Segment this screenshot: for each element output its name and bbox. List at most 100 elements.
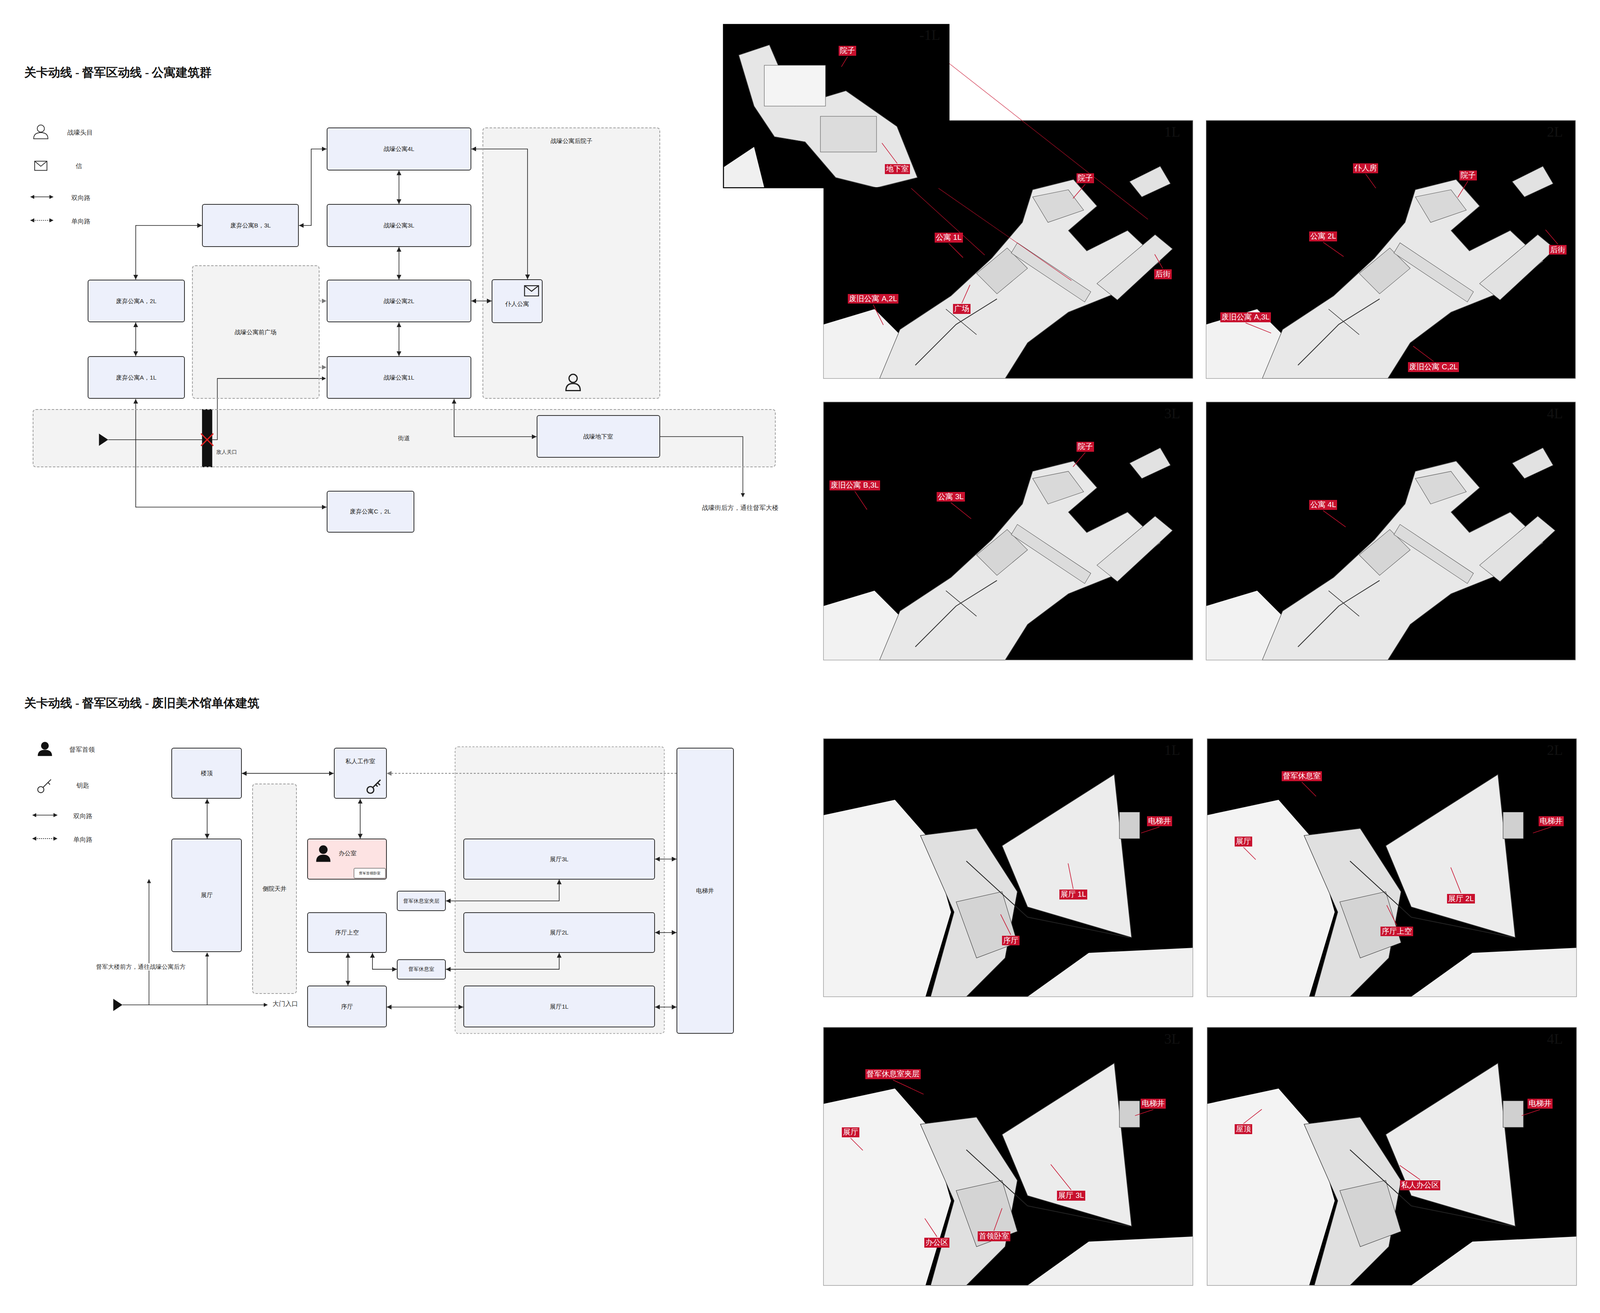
graphic-part: [1205, 401, 1576, 661]
node-label: 督军休息室夹层: [403, 898, 440, 904]
leader-line: [1545, 229, 1558, 245]
node-label: 废弃公寓A，1L: [115, 374, 157, 382]
leader-line: [873, 304, 884, 325]
process-box: 废弃公寓A，2L: [87, 279, 185, 323]
graphic-part: [1207, 738, 1577, 997]
graphic-part: [723, 24, 950, 188]
leader-line: [1323, 242, 1344, 257]
graphic-part: [1205, 120, 1576, 379]
node-label: 楼顶: [200, 769, 213, 777]
floor-label: 3L: [1164, 1030, 1181, 1048]
graphic-part: [148, 879, 150, 1006]
graphic-part: [1207, 738, 1577, 997]
room-tag: 首领卧室: [977, 1231, 1011, 1242]
room-tag: 电梯井: [1527, 1098, 1553, 1109]
graphic-part: [1205, 120, 1576, 379]
graphic-part: [37, 749, 53, 756]
graphic-part: [569, 374, 578, 383]
room-tag: 督军休息室: [1281, 771, 1322, 782]
flow-connector: [654, 1006, 677, 1008]
node-label: 督军首领卧室: [358, 870, 381, 876]
process-box: 废弃公寓A，1L: [87, 356, 185, 400]
node-label: 战嚎公寓3L: [383, 221, 415, 230]
flow-connector: [471, 300, 492, 302]
note-label: 敌人关口: [216, 449, 238, 456]
node-label: 废弃公寓A，2L: [115, 297, 157, 305]
process-box: 展厅: [171, 838, 242, 952]
graphic-part: [1205, 120, 1576, 379]
legend-label: 单向路: [71, 217, 91, 226]
leader-line: [1323, 510, 1346, 528]
room-tag: 废旧公寓 A,2L: [847, 294, 899, 304]
node-label: 私人工作室: [345, 757, 376, 765]
leader-line: [924, 1218, 938, 1238]
process-box: 废弃公寓B，3L: [201, 203, 299, 248]
graphic-part: [206, 952, 208, 1006]
room-tag: 屋顶: [1234, 1124, 1253, 1135]
leader-line: [1050, 1164, 1071, 1191]
leader-line: [961, 284, 970, 304]
flow-connector: [471, 149, 528, 280]
flow-connector: [347, 952, 349, 986]
graphic-part: [30, 219, 53, 221]
flow-connector: [372, 952, 397, 970]
graphic-part: [319, 845, 328, 855]
legend-label: 单向路: [73, 835, 93, 844]
leader-line: [950, 502, 971, 519]
room-tag: 公寓 3L: [936, 492, 965, 502]
region-box: 战嚎公寓前广场: [192, 265, 320, 400]
level-renders: [723, 24, 1577, 1286]
node-label: 办公室: [338, 849, 357, 857]
flow-connector: [241, 773, 334, 775]
process-box: 战嚎公寓4L: [326, 127, 472, 171]
process-box: 序厅上空: [307, 912, 387, 953]
leader-line: [1000, 914, 1011, 935]
flow-connector: [454, 398, 537, 437]
flow-connector: [319, 300, 327, 302]
graphic-part: [32, 838, 57, 840]
room-tag: 后街: [1549, 245, 1567, 255]
graphic-part: [764, 65, 826, 106]
room-tag: 院子: [838, 45, 857, 56]
graphic-part: [723, 24, 950, 188]
process-box: 电梯井: [676, 747, 734, 1034]
flow-connector: [135, 322, 137, 357]
flow-connector: [445, 879, 559, 902]
leader-line: [948, 243, 963, 258]
leader-line: [1072, 452, 1086, 467]
graphic-part: [315, 854, 331, 863]
process-box: 展厅1L: [463, 985, 656, 1028]
graphic-part: [524, 285, 539, 292]
graphic-part: [201, 409, 213, 468]
room-tag: 废旧公寓 B,3L: [829, 480, 880, 491]
graphic-part: [949, 63, 1148, 220]
graphic-part: [366, 786, 374, 794]
room-tag: 废旧公寓 C,2L: [1407, 362, 1459, 373]
floor-label: 3L: [1164, 405, 1181, 423]
legend-label: 信: [75, 162, 83, 170]
leader-line: [1399, 1165, 1420, 1180]
node-label: 展厅: [200, 891, 213, 899]
room-tag: 公寓 1L: [934, 232, 963, 243]
graphic-part: [823, 1027, 1193, 1286]
graphic-part: [564, 373, 582, 392]
node-label: 侧院天井: [262, 885, 287, 893]
floor-label: -1L: [919, 26, 941, 44]
process-box: 战嚎地下室: [536, 415, 661, 459]
graphic-part: [823, 738, 1193, 997]
process-box: 展厅3L: [463, 838, 656, 880]
graphic-part: [98, 433, 108, 446]
node-label: 废弃公寓B，3L: [230, 221, 271, 230]
graphic-part: [1207, 1027, 1577, 1286]
flow-connector: [359, 798, 361, 839]
node-label: 展厅3L: [549, 855, 569, 863]
process-box: 楼顶: [171, 747, 242, 799]
node-label: 战嚎地下室: [583, 433, 614, 441]
graphic-part: [523, 285, 540, 297]
process-box: 战嚎公寓1L: [326, 356, 472, 400]
route-lines: [98, 378, 743, 1012]
graphic-part: [34, 161, 48, 171]
leader-line: [1072, 184, 1086, 199]
leader-line: [882, 143, 898, 164]
